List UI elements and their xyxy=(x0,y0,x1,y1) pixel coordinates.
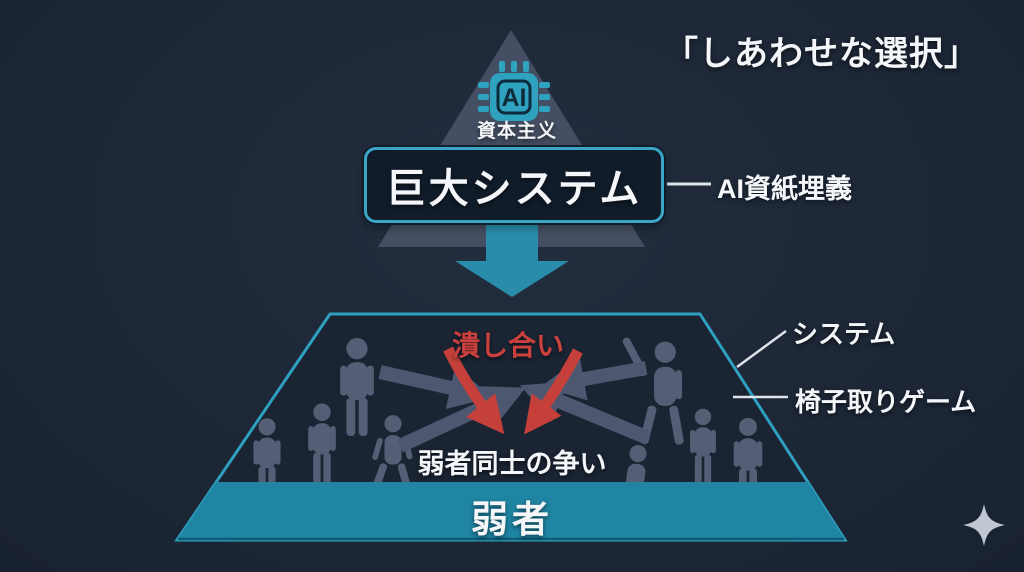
clash-arrows xyxy=(443,346,583,435)
musical-chairs-callout-label: 椅子取りゲーム xyxy=(795,387,977,417)
main-title: 「しあわせな選択」 xyxy=(664,35,979,73)
weak-base-bar xyxy=(177,482,845,540)
system-callout-label: システム xyxy=(792,319,896,349)
gray-arrow xyxy=(541,357,648,401)
ai-capitalism-callout: AI資紙埋義 xyxy=(717,174,852,204)
weak-bar-label: 弱者 xyxy=(471,499,553,540)
down-arrow xyxy=(455,216,569,297)
weak-conflict-label: 弱者同士の争い xyxy=(417,449,607,479)
system-callout-line xyxy=(736,329,787,369)
gray-arrow xyxy=(378,365,493,409)
capitalism-caption: 資本主义 xyxy=(476,121,557,142)
ai-chip-label: AI xyxy=(502,84,527,112)
crush-each-other-label: 潰し合い xyxy=(451,330,564,361)
ai-chip-icon: AI xyxy=(478,61,550,121)
red-arrow xyxy=(443,346,505,435)
sparkle-icon xyxy=(963,504,1005,546)
red-arrow xyxy=(524,348,583,435)
giant-system-box-label: 巨大システム xyxy=(385,167,643,211)
giant-system-box: 巨大システム xyxy=(364,147,664,223)
